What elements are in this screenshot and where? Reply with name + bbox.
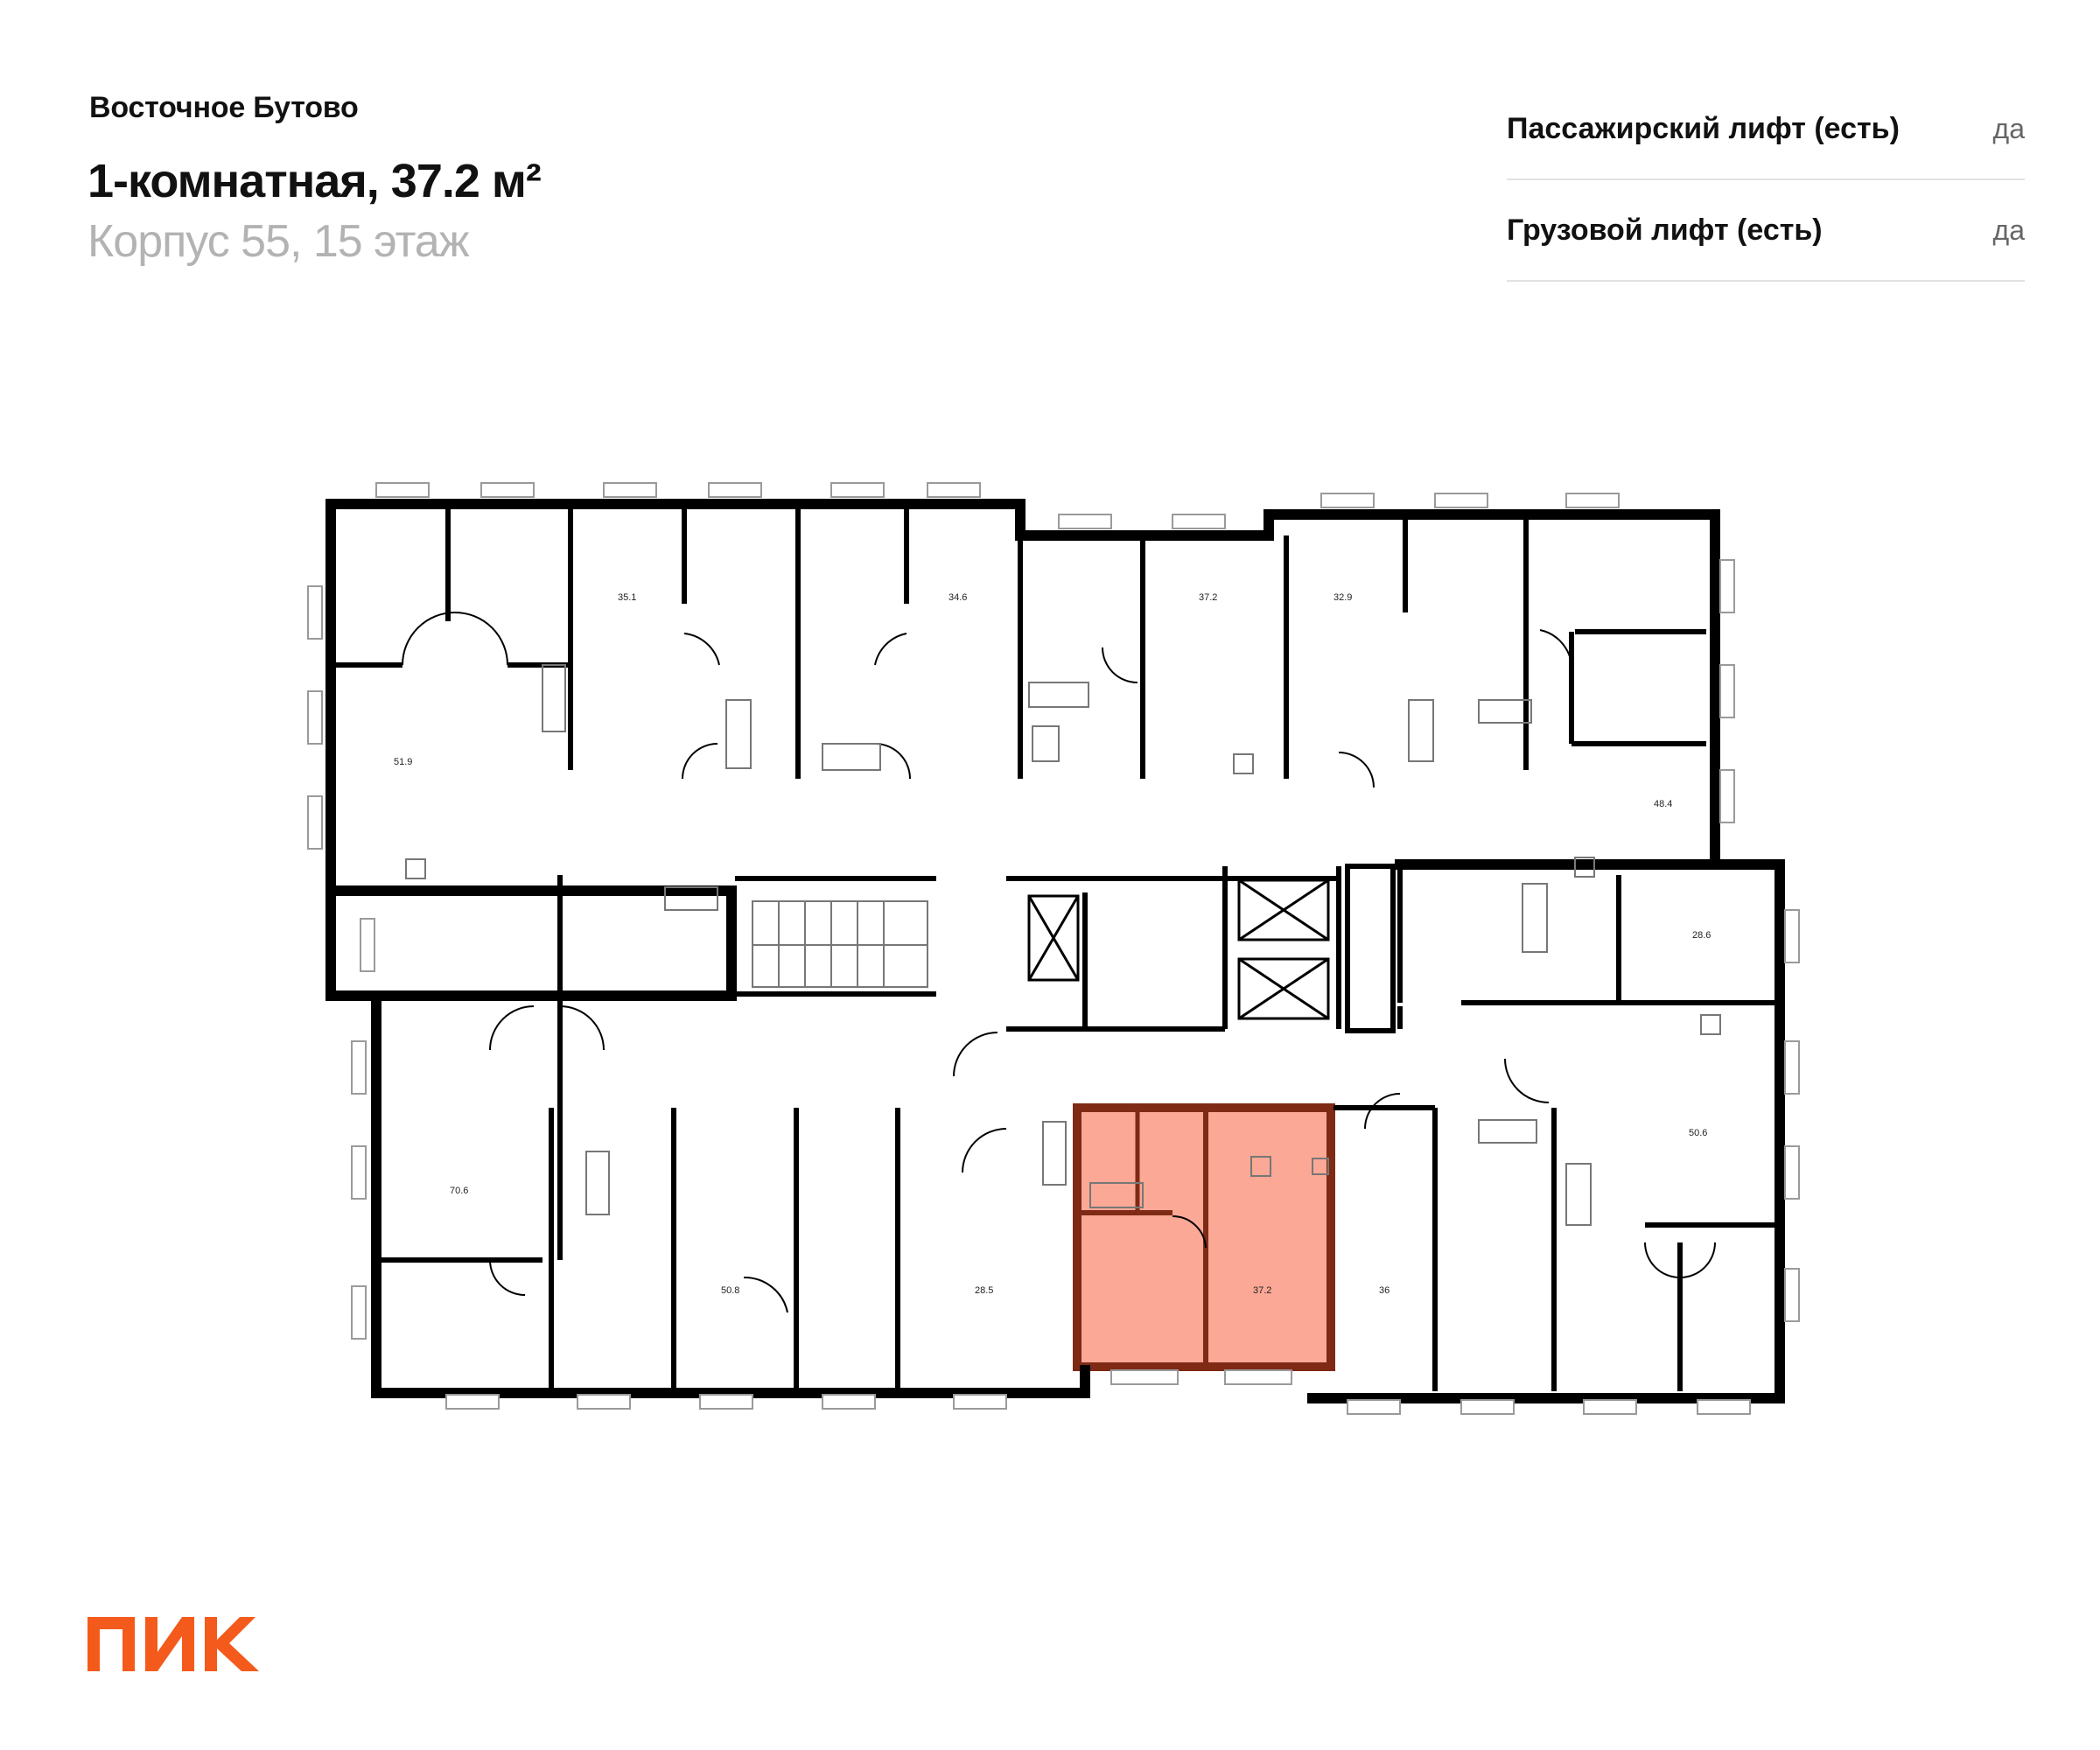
- features-list: Пассажирский лифт (есть) да Грузовой лиф…: [1507, 79, 2025, 282]
- apartment-area: 36: [1379, 1285, 1390, 1296]
- pik-logo: [88, 1614, 271, 1679]
- windows: [307, 482, 1800, 1415]
- page-subtitle: Корпус 55, 15 этаж: [88, 216, 470, 267]
- apartment-area: 50.6: [1689, 1128, 1707, 1138]
- apartment-highlight-border: [1073, 1103, 1335, 1371]
- apartment-area: 48.4: [1654, 799, 1672, 809]
- apartment-area: 28.6: [1692, 930, 1711, 941]
- interior-walls: [331, 504, 1780, 1391]
- feature-value: да: [1992, 112, 2025, 144]
- elevator-shafts: [1027, 878, 1330, 1020]
- apartment-area: 35.1: [618, 592, 636, 603]
- page-title: 1-комнатная, 37.2 м²: [88, 155, 542, 207]
- apartment-area: 37.2: [1253, 1285, 1271, 1296]
- area-labels: 35.1 34.6 37.2 32.9 51.9 48.4 28.6 70.6 …: [394, 592, 1711, 1296]
- feature-label: Грузовой лифт (есть): [1507, 213, 1823, 247]
- feature-row-passenger-lift: Пассажирский лифт (есть) да: [1507, 79, 2025, 180]
- walls: [326, 499, 1785, 1404]
- fixtures: [405, 664, 1721, 1226]
- feature-value: да: [1992, 214, 2025, 246]
- apartment-area: 32.9: [1334, 592, 1352, 603]
- apartment-area: 37.2: [1199, 592, 1217, 603]
- apartment-area: 51.9: [394, 757, 412, 767]
- apartment-area: 50.8: [721, 1285, 739, 1296]
- staircase-icon: [752, 900, 928, 988]
- apartment-area: 70.6: [450, 1186, 468, 1196]
- feature-row-freight-lift: Грузовой лифт (есть) да: [1507, 180, 2025, 282]
- pik-logo-icon: [88, 1617, 259, 1671]
- project-name: Восточное Бутово: [89, 91, 359, 124]
- feature-label: Пассажирский лифт (есть): [1507, 111, 1900, 145]
- door-swings: [402, 612, 1716, 1313]
- apartment-area: 28.5: [975, 1285, 993, 1296]
- shaft-block: [1345, 864, 1396, 1033]
- apartment-area: 34.6: [948, 592, 967, 603]
